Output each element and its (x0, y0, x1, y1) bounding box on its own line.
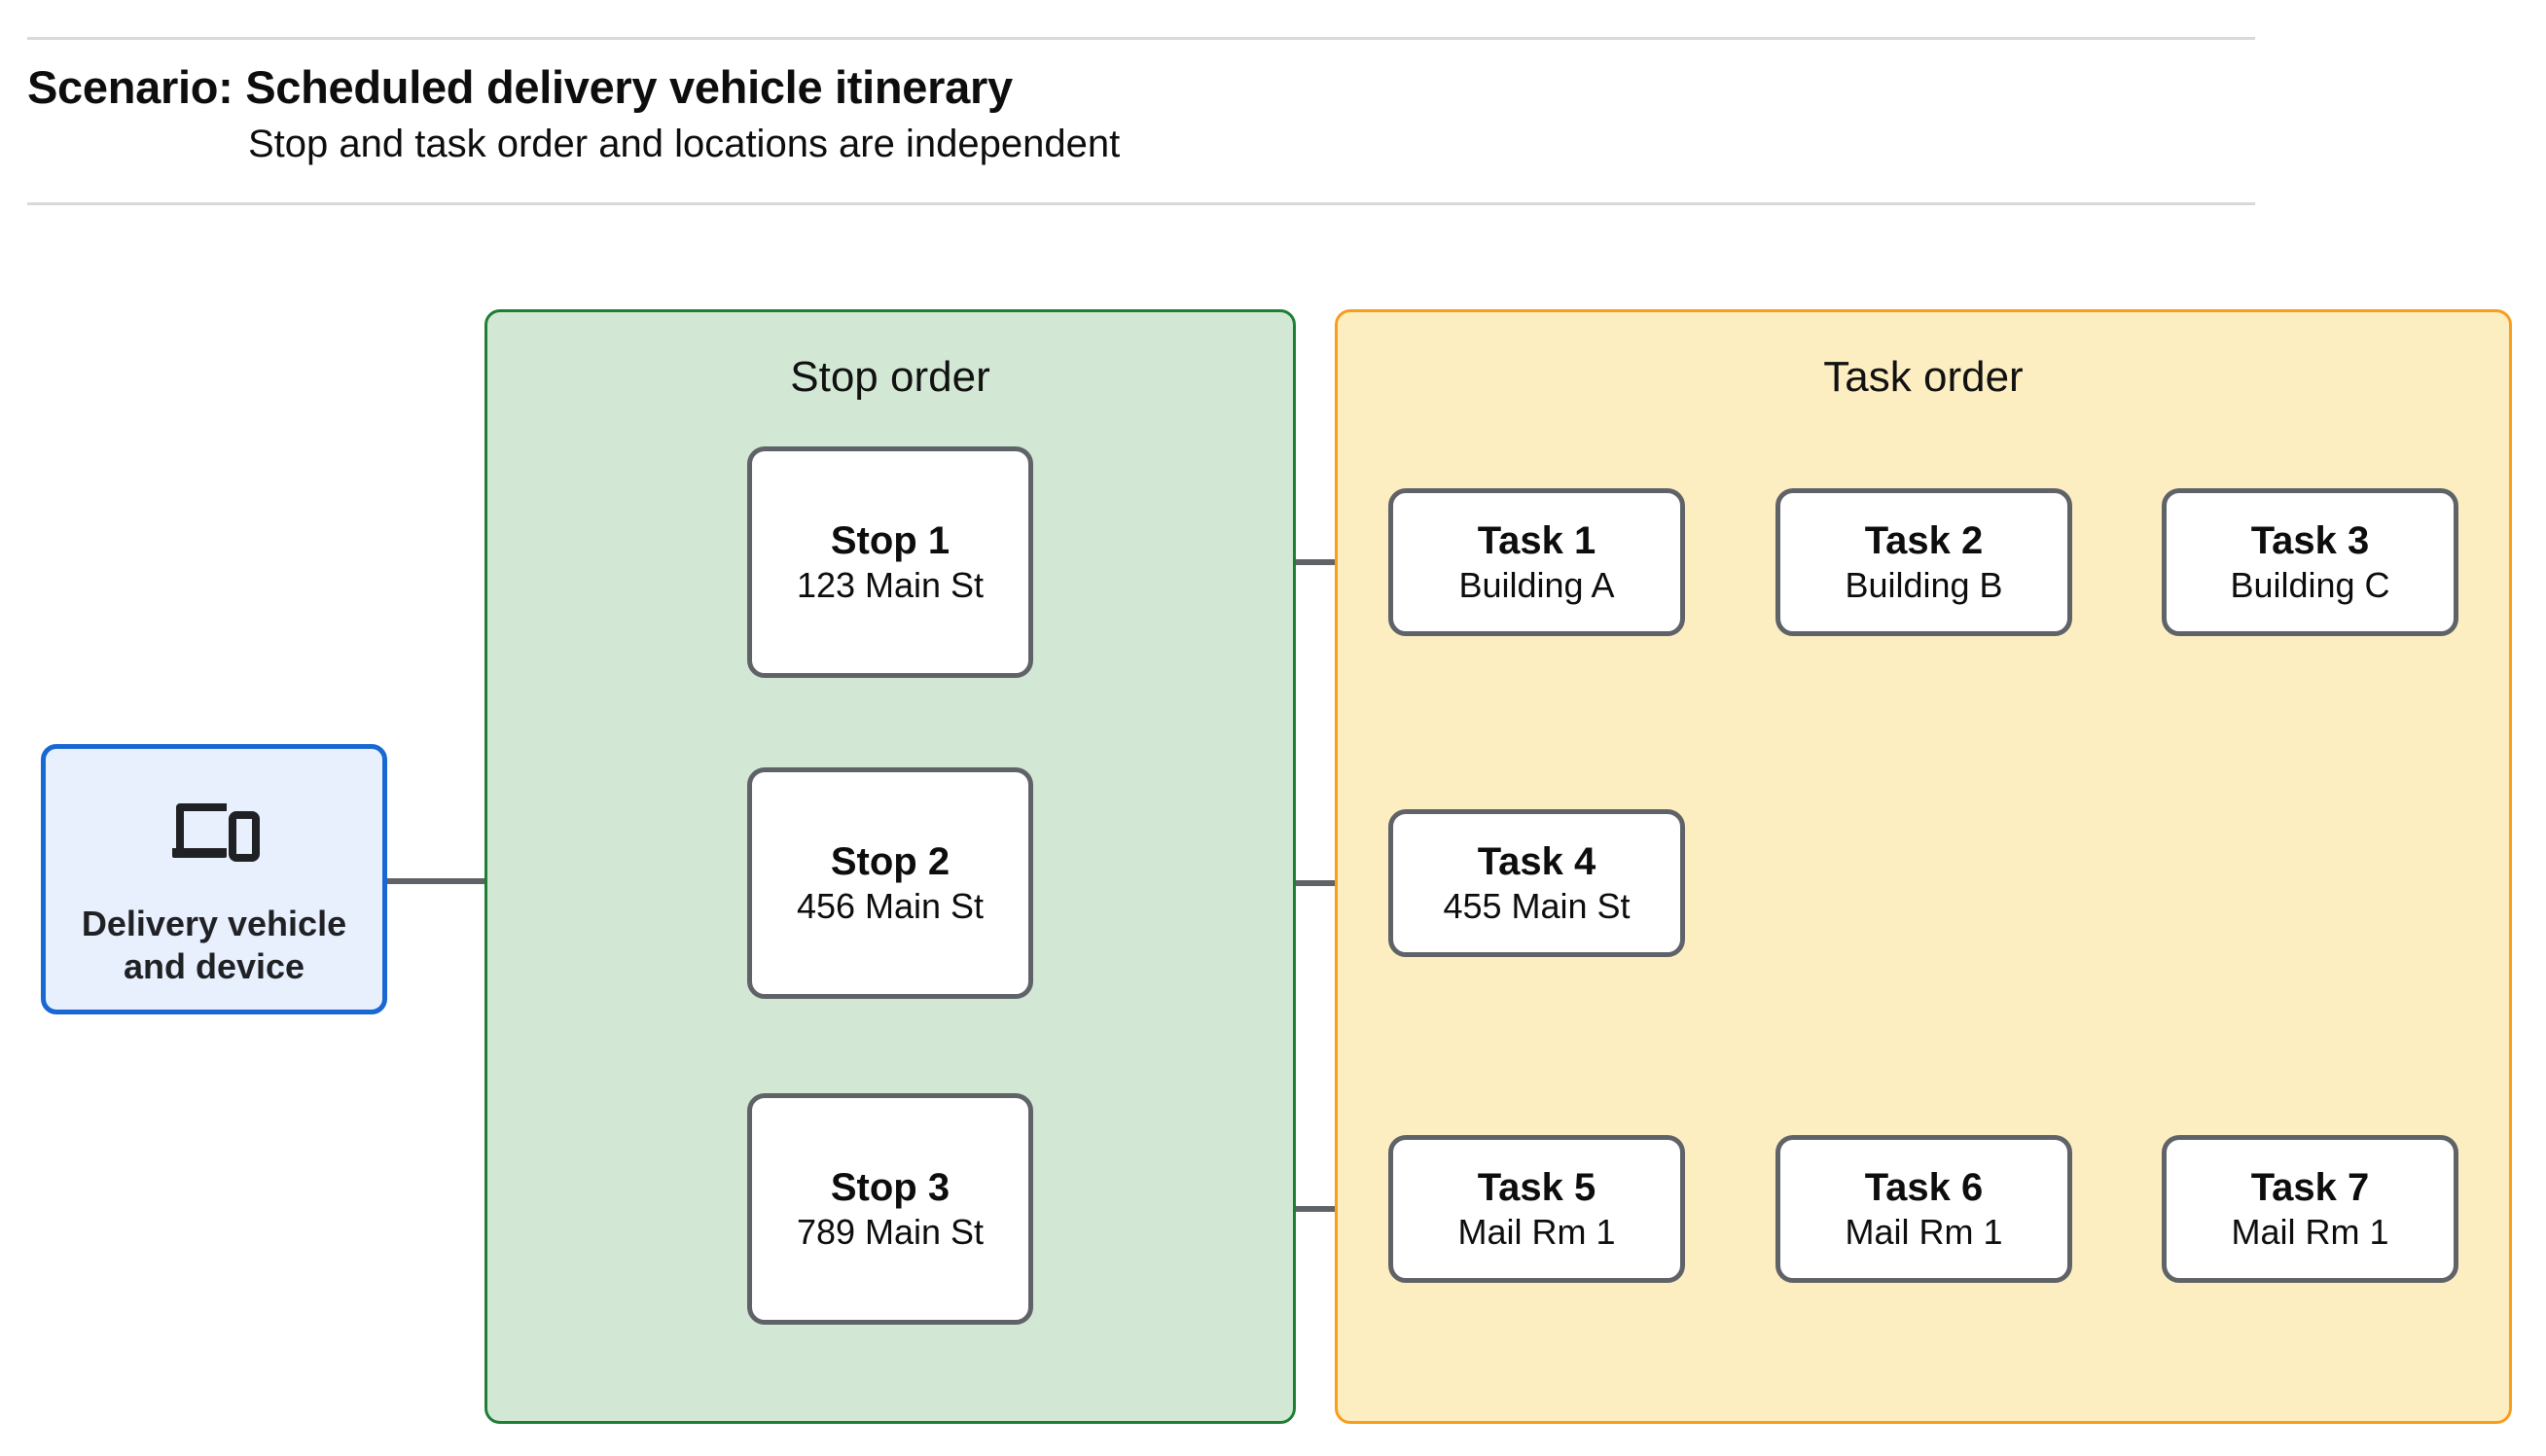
vehicle-label-line2: and device (123, 946, 305, 986)
header-band: Scenario: Scheduled delivery vehicle iti… (0, 0, 2257, 209)
devices-icon (46, 796, 382, 872)
node-task-6-subtitle: Mail Rm 1 (1845, 1212, 2003, 1252)
node-stop-1[interactable]: Stop 1 123 Main St (747, 446, 1033, 678)
node-task-4-title: Task 4 (1477, 840, 1596, 883)
node-stop-2[interactable]: Stop 2 456 Main St (747, 767, 1033, 999)
node-task-2-title: Task 2 (1864, 519, 1984, 562)
node-task-6-title: Task 6 (1864, 1166, 1984, 1209)
node-task-6[interactable]: Task 6 Mail Rm 1 (1775, 1135, 2072, 1283)
page-subtitle: Stop and task order and locations are in… (248, 123, 1121, 165)
group-stop-order-title: Stop order (790, 353, 990, 401)
header-divider-bottom (27, 202, 2255, 205)
node-stop-2-title: Stop 2 (830, 840, 950, 883)
header-divider-top (27, 37, 2255, 40)
node-task-7[interactable]: Task 7 Mail Rm 1 (2162, 1135, 2458, 1283)
page-title: Scenario: Scheduled delivery vehicle iti… (27, 61, 1013, 113)
node-task-5-subtitle: Mail Rm 1 (1457, 1212, 1616, 1252)
node-task-3[interactable]: Task 3 Building C (2162, 488, 2458, 636)
group-task-order-title: Task order (1823, 353, 2024, 401)
node-task-2[interactable]: Task 2 Building B (1775, 488, 2072, 636)
node-task-3-title: Task 3 (2250, 519, 2370, 562)
node-task-4[interactable]: Task 4 455 Main St (1388, 809, 1685, 957)
node-task-4-subtitle: 455 Main St (1443, 886, 1631, 926)
node-stop-2-subtitle: 456 Main St (796, 886, 985, 926)
node-task-5[interactable]: Task 5 Mail Rm 1 (1388, 1135, 1685, 1283)
node-task-2-subtitle: Building B (1845, 565, 2003, 605)
node-task-1[interactable]: Task 1 Building A (1388, 488, 1685, 636)
node-stop-3[interactable]: Stop 3 789 Main St (747, 1093, 1033, 1325)
node-task-7-title: Task 7 (2250, 1166, 2370, 1209)
vehicle-label-line1: Delivery vehicle (81, 904, 347, 943)
node-delivery-vehicle[interactable]: Delivery vehicle and device (41, 744, 387, 1014)
node-task-1-subtitle: Building A (1458, 565, 1615, 605)
node-stop-3-title: Stop 3 (830, 1166, 950, 1209)
node-stop-1-title: Stop 1 (830, 519, 950, 562)
node-task-5-title: Task 5 (1477, 1166, 1596, 1209)
node-stop-3-subtitle: 789 Main St (796, 1212, 985, 1252)
node-delivery-vehicle-label: Delivery vehicle and device (46, 903, 382, 988)
node-task-1-title: Task 1 (1477, 519, 1596, 562)
node-task-7-subtitle: Mail Rm 1 (2231, 1212, 2389, 1252)
node-task-3-subtitle: Building C (2230, 565, 2390, 605)
node-stop-1-subtitle: 123 Main St (796, 565, 985, 605)
